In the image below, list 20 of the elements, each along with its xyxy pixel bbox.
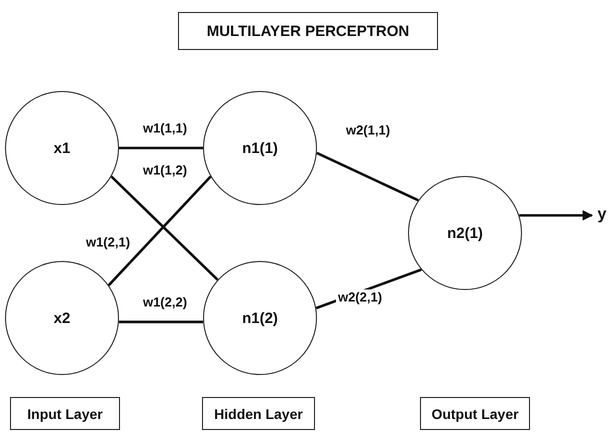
layer-label: Output Layer xyxy=(420,397,530,430)
arrow xyxy=(519,210,594,221)
connection-line xyxy=(119,146,203,150)
weight-label: w1(2,1) xyxy=(84,234,132,250)
connection-line xyxy=(118,320,204,324)
title: MULTILAYER PERCEPTRON xyxy=(178,12,438,50)
neuron-circle: n1(2) xyxy=(203,261,317,375)
neuron-circle: n1(1) xyxy=(203,91,317,205)
weight-label: w1(1,1) xyxy=(140,120,190,136)
neuron-circle: n2(1) xyxy=(408,176,522,290)
weight-label: w1(2,2) xyxy=(140,294,190,310)
weight-label: w2(2,1) xyxy=(336,290,384,304)
weight-label: w2(1,1) xyxy=(344,122,392,138)
connection-line xyxy=(316,152,419,202)
weight-label: w1(1,2) xyxy=(140,162,190,178)
output-label: y xyxy=(592,202,612,228)
layer-label: Input Layer xyxy=(10,397,120,430)
layer-label: Hidden Layer xyxy=(202,397,315,430)
neuron-circle: x1 xyxy=(5,91,119,205)
neuron-circle: x2 xyxy=(5,261,119,375)
